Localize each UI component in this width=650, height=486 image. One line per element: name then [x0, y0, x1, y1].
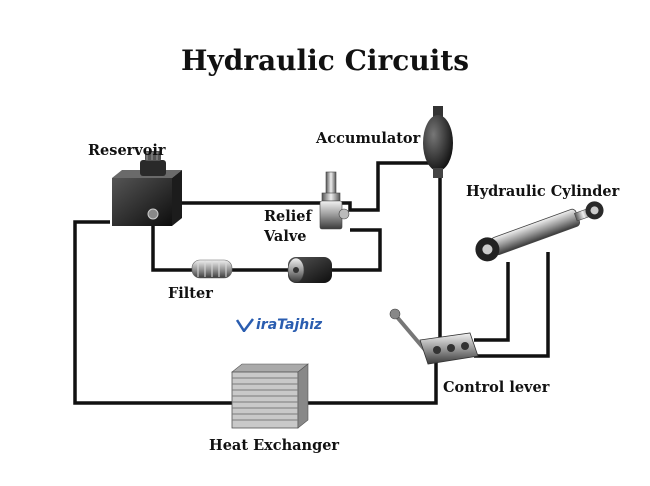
watermark-text: iraTajhiz [256, 317, 323, 333]
control-lever-label: Control lever [443, 379, 550, 396]
relief-valve-icon [319, 171, 350, 230]
filter-icon [191, 259, 233, 279]
line-filter-loop [151, 225, 193, 272]
heat-exchanger-label: Heat Exchanger [209, 437, 340, 454]
watermark-logo: iraTajhiz [236, 317, 322, 333]
line-control-to-cylinder-a [474, 262, 510, 342]
relief-valve-label-line2: Valve [264, 228, 307, 245]
reservoir-label: Reservoir [88, 142, 166, 159]
relief-valve-label-line1: Relief [264, 208, 312, 225]
line-control-to-cylinder-b [474, 252, 550, 358]
reservoir-icon [112, 151, 182, 226]
hydraulic-lines [73, 161, 550, 405]
line-heat-to-control [300, 362, 438, 405]
accumulator-label: Accumulator [316, 130, 421, 147]
line-relief-return [332, 228, 382, 272]
hydraulic-cylinder-label: Hydraulic Cylinder [466, 183, 620, 200]
accumulator-icon [423, 106, 453, 178]
hydraulic-cylinder-icon [475, 201, 604, 262]
filter-label: Filter [168, 285, 213, 302]
diagram-title: Hydraulic Circuits [180, 44, 470, 77]
line-return-left [73, 220, 232, 405]
line-pressure-to-accumulator [175, 161, 430, 212]
control-lever-icon [389, 308, 479, 365]
heat-exchanger-icon [231, 363, 309, 429]
watermark-v-icon [236, 318, 254, 332]
pump-icon [287, 257, 332, 283]
